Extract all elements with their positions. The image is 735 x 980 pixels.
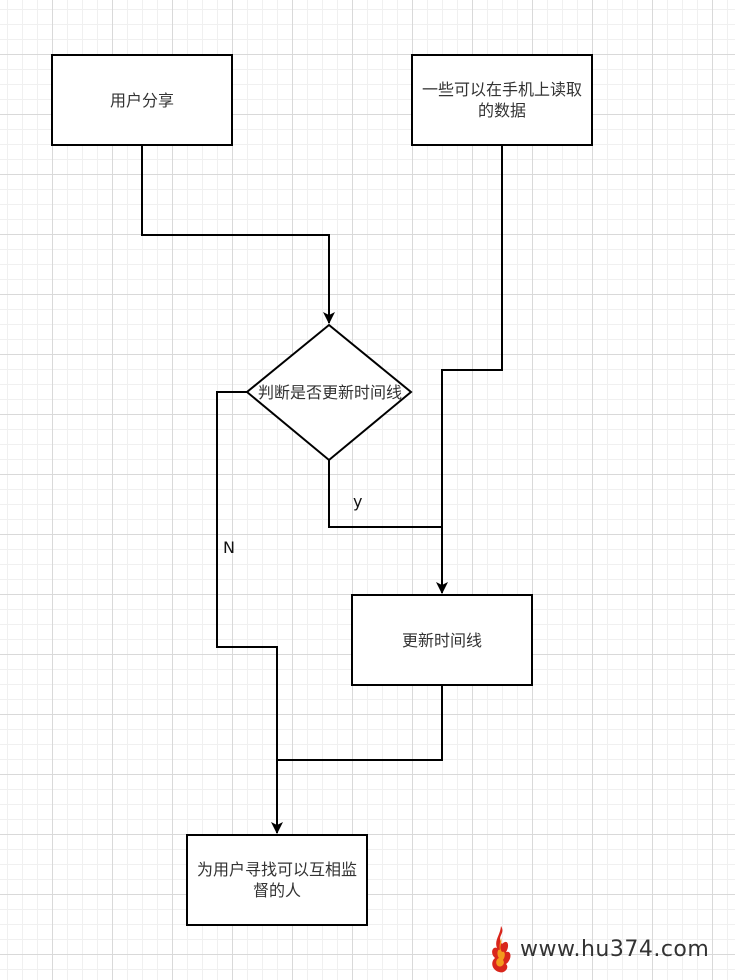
decision-label: 判断是否更新时间线 (257, 382, 402, 402)
edge-data-to-update (436, 145, 503, 594)
update-timeline-label: 更新时间线 (401, 630, 482, 650)
mobile-data-label: 一些可以在手机上读取的数据 (421, 80, 582, 120)
watermark: www.hu374.com (488, 924, 709, 974)
edge-share-to-decision (141, 145, 335, 324)
find-users-label: 为用户寻找可以互相监督的人 (196, 860, 357, 900)
find-users-box[interactable] (186, 834, 368, 926)
edge-decision-yes (328, 460, 442, 528)
user-share-box[interactable] (51, 54, 233, 146)
edge-label-yes: y (353, 492, 363, 511)
mobile-data-box[interactable] (411, 54, 593, 146)
flame-logo-icon (492, 926, 511, 973)
edge-label-no: N (223, 538, 235, 557)
watermark-text: www.hu374.com (520, 936, 710, 962)
edge-update-to-find (277, 685, 443, 761)
update-timeline-box[interactable] (351, 594, 533, 686)
edge-decision-no (216, 391, 283, 834)
user-share-label: 用户分享 (109, 90, 174, 110)
